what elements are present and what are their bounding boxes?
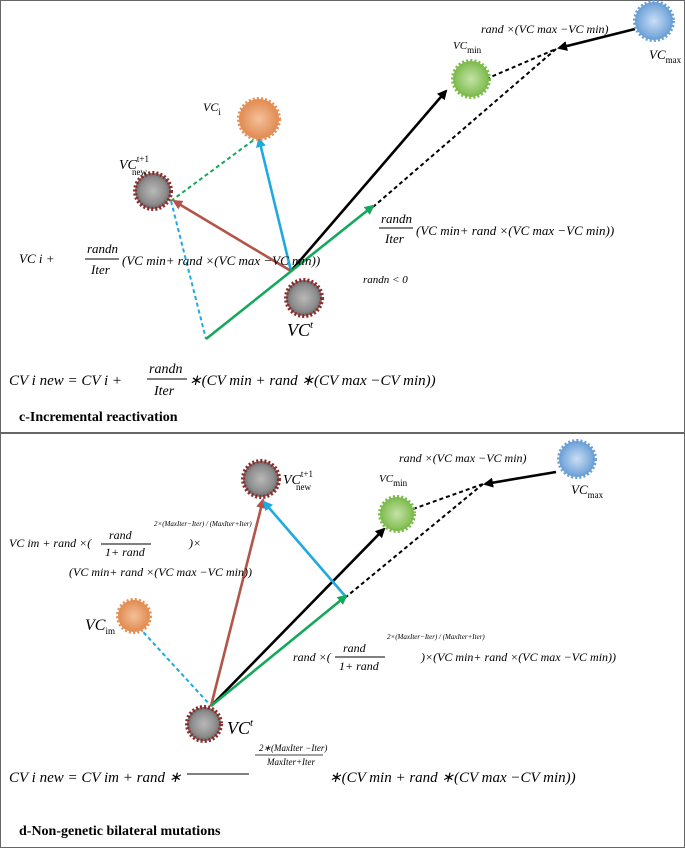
svg-text:(VC min+ rand ×(VC max −VC min: (VC min+ rand ×(VC max −VC min)) — [122, 253, 320, 268]
label-vc-max: VCmax — [649, 47, 682, 65]
virus-vc-new — [133, 171, 173, 211]
svg-text:rand: rand — [109, 528, 133, 542]
svg-text:MaxIter+Iter: MaxIter+Iter — [266, 757, 316, 767]
svg-text:∗(CV min + rand ∗(CV max −CV m: ∗(CV min + rand ∗(CV max −CV min)) — [329, 770, 576, 786]
formula-top-rand: rand ×(VC max −VC min) — [399, 451, 527, 465]
dash-new-to-vci — [170, 135, 260, 202]
virus-vc-new — [241, 459, 281, 499]
dash-max-to-green-head — [345, 483, 484, 598]
arrow-vct-to-new — [209, 498, 266, 707]
svg-text:2×(MaxIter−Iter) / (MaxIter+It: 2×(MaxIter−Iter) / (MaxIter+Iter) — [387, 633, 485, 641]
formula-main-c: CV i new = CV i + randn Iter ∗(CV min + … — [9, 362, 436, 399]
virus-vc-min — [451, 59, 491, 99]
svg-text:CV i new = CV im + rand ∗: CV i new = CV im + rand ∗ — [9, 770, 182, 786]
label-vc-min: VCmin — [379, 473, 408, 488]
formula-left: VC i + randn Iter (VC min+ rand ×(VC max… — [19, 241, 320, 277]
dash-max-to-green-head — [372, 48, 557, 208]
formula-top-rand: rand ×(VC max −VC min) — [481, 22, 609, 36]
svg-text:randn: randn — [381, 211, 412, 226]
label-vc-i: VCi — [203, 100, 221, 117]
label-vc-max: VCmax — [571, 482, 604, 500]
svg-text:)×(VC min+ rand ×(VC max −VC m: )×(VC min+ rand ×(VC max −VC min)) — [420, 650, 616, 664]
svg-text:VC i +: VC i + — [19, 251, 55, 266]
svg-text:(VC min+ rand ×(VC max −VC min: (VC min+ rand ×(VC max −VC min)) — [416, 223, 614, 238]
virus-vc-i — [237, 97, 281, 141]
svg-text:)×: )× — [188, 536, 201, 550]
arrow-vct-to-min — [210, 527, 386, 707]
arrow-max-to-min-dir — [557, 27, 636, 51]
svg-text:1+ rand: 1+ rand — [339, 659, 380, 673]
virus-vc-im — [116, 598, 152, 634]
formula-main-d: CV i new = CV im + rand ∗ 2∗(MaxIter −It… — [9, 743, 576, 786]
arrow-vct-to-min — [290, 89, 448, 272]
label-vc-t: VCt — [287, 319, 314, 340]
svg-text:rand: rand — [343, 641, 367, 655]
virus-vc-max — [557, 439, 597, 479]
virus-vc-min — [378, 495, 416, 533]
arrow-green-head-to-new — [262, 500, 347, 598]
arrow-green-step — [205, 204, 375, 341]
caption-d: d-Non-genetic bilateral mutations — [19, 824, 221, 839]
formula-left: VC im + rand ×( rand 1+ rand 2×(MaxIter−… — [9, 520, 252, 579]
svg-text:Iter: Iter — [90, 262, 111, 277]
arrow-max-to-min-dir — [483, 470, 557, 488]
virus-vc-t — [284, 278, 324, 318]
label-vc-min: VCmin — [453, 40, 482, 55]
virus-vc-t — [185, 705, 223, 743]
svg-text:VC im + rand ×(: VC im + rand ×( — [9, 536, 92, 550]
svg-text:rand ×(: rand ×( — [293, 650, 332, 664]
svg-text:2×(MaxIter−Iter) / (MaxIter+It: 2×(MaxIter−Iter) / (MaxIter+Iter) — [154, 520, 252, 528]
svg-text:∗(CV min + rand ∗(CV max −CV m: ∗(CV min + rand ∗(CV max −CV min)) — [189, 373, 436, 389]
formula-green-step: randn Iter (VC min+ rand ×(VC max −VC mi… — [379, 211, 614, 246]
svg-text:Iter: Iter — [384, 231, 405, 246]
label-randn-cond: randn < 0 — [363, 274, 408, 286]
dash-min-to-max — [412, 483, 484, 510]
svg-text:1+ rand: 1+ rand — [105, 545, 146, 559]
label-vc-t: VCt — [227, 717, 254, 738]
svg-text:randn: randn — [87, 241, 118, 256]
label-vc-im: VCim — [85, 617, 115, 636]
arrow-green-step — [210, 594, 348, 708]
dash-min-to-max — [485, 48, 557, 80]
svg-text:Iter: Iter — [153, 384, 175, 399]
svg-text:2∗(MaxIter −Iter): 2∗(MaxIter −Iter) — [259, 743, 327, 753]
arrow-vct-to-vci — [256, 137, 293, 272]
caption-c: c-Incremental reactivation — [19, 410, 178, 425]
svg-text:randn: randn — [149, 362, 182, 377]
dash-new-down — [170, 200, 207, 340]
svg-text:CV i new = CV i +: CV i new = CV i + — [9, 373, 122, 389]
svg-text:(VC min+ rand ×(VC max −VC min: (VC min+ rand ×(VC max −VC min)) — [69, 565, 252, 579]
dash-vcim-to-vct — [133, 621, 212, 707]
arrow-vct-to-new — [172, 199, 292, 273]
virus-vc-max — [633, 0, 675, 42]
formula-right: rand ×( rand 1+ rand 2×(MaxIter−Iter) / … — [293, 633, 616, 673]
